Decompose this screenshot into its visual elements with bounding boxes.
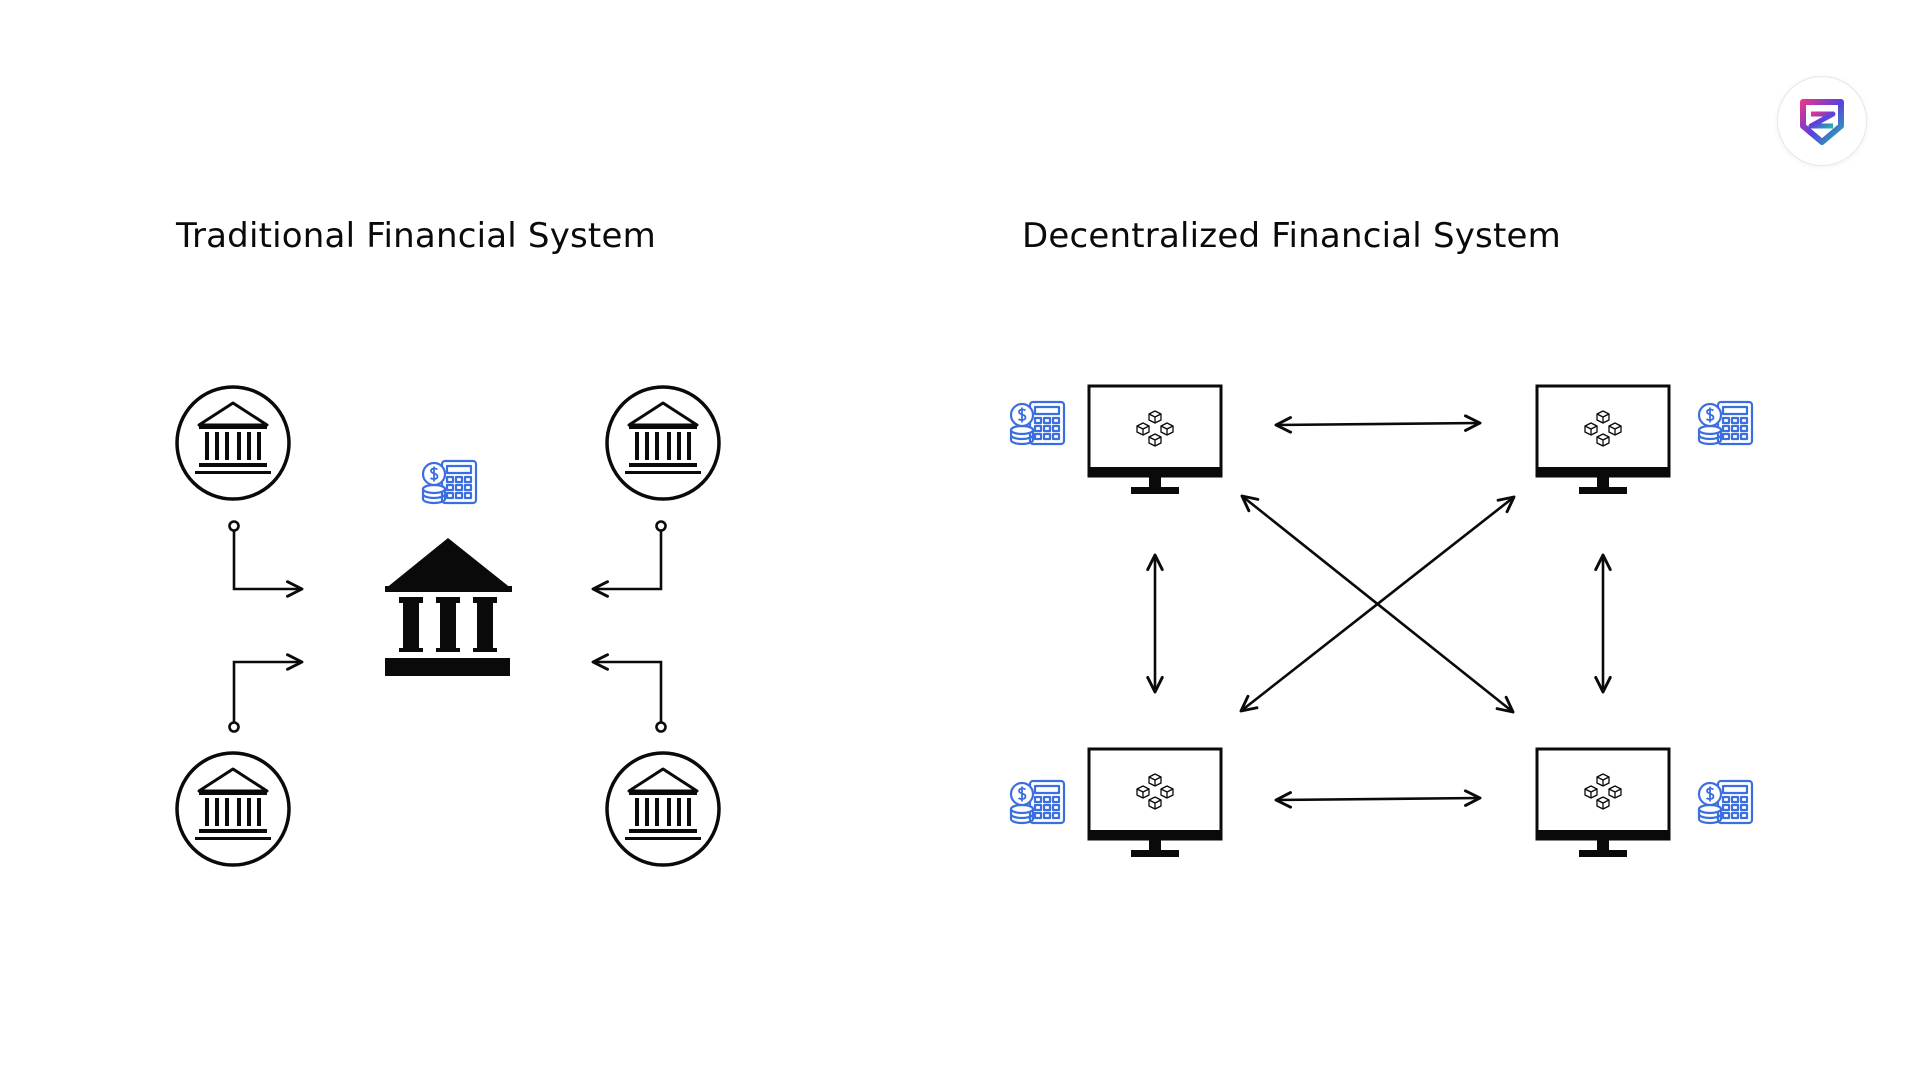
central-bank-icon — [385, 538, 512, 676]
decentralized-system-title: Decentralized Financial System — [1022, 216, 1561, 256]
decentralized-system-diagram — [1009, 384, 1754, 859]
bank-icon — [605, 751, 721, 867]
bank-icon — [175, 751, 291, 867]
coins-calculator-icon — [421, 459, 478, 505]
connector-arrow — [232, 531, 304, 598]
peer-link-arrow — [1239, 495, 1516, 713]
blockchain-computer-icon — [1535, 747, 1671, 859]
traditional-system-title: Traditional Financial System — [176, 216, 656, 256]
bank-icon — [175, 385, 291, 501]
peer-link-arrow — [1274, 789, 1482, 809]
coins-calculator-icon — [1009, 400, 1066, 446]
connector-arrow — [591, 531, 663, 598]
connector-arrow — [232, 653, 304, 722]
shield-logo-icon — [1800, 99, 1844, 145]
brand-logo[interactable] — [1777, 76, 1867, 166]
coins-calculator-icon — [1697, 400, 1754, 446]
peer-link-arrow — [1274, 414, 1482, 434]
blockchain-computer-icon — [1087, 384, 1223, 496]
blockchain-computer-icon — [1087, 747, 1223, 859]
coins-calculator-icon — [1697, 779, 1754, 825]
bank-icon — [605, 385, 721, 501]
connector-arrow — [591, 653, 663, 722]
blockchain-computer-icon — [1535, 384, 1671, 496]
traditional-system-diagram — [175, 385, 721, 867]
coins-calculator-icon — [1009, 779, 1066, 825]
